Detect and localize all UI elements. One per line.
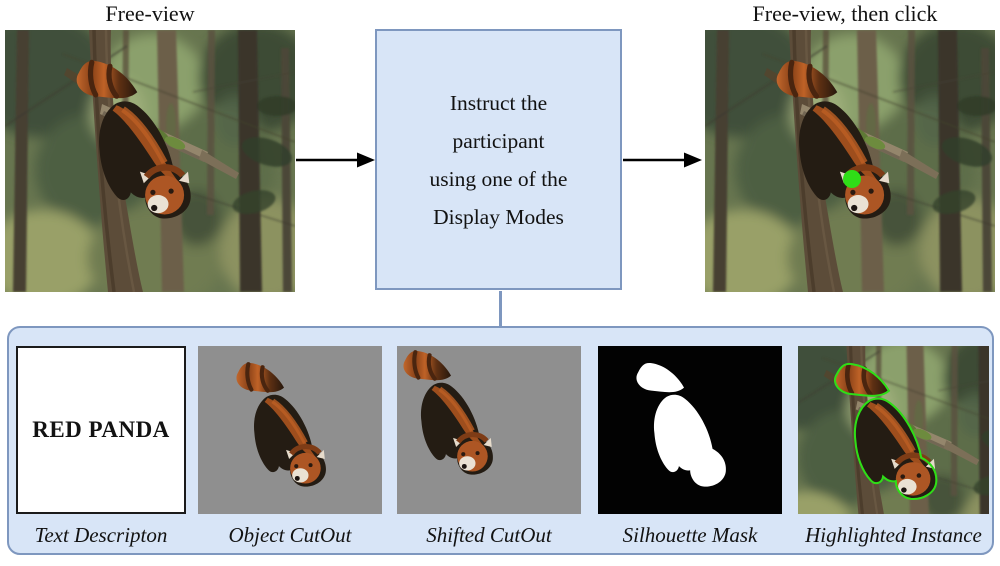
freeview-photo <box>5 30 295 292</box>
shifted-cutout-caption: Shifted CutOut <box>426 523 552 547</box>
arrow-right-icon <box>623 152 702 168</box>
object-cutout-image <box>198 346 382 514</box>
silhouette-mask-image <box>598 346 782 514</box>
red-panda-text: RED PANDA <box>32 417 170 442</box>
red-panda-forest-clicked-image <box>705 30 995 292</box>
shifted-cutout-image <box>397 346 581 514</box>
cutout-graphic <box>198 346 382 514</box>
object-cutout-caption: Object CutOut <box>228 523 352 547</box>
highlighted-instance-caption: Highlighted Instance <box>805 523 982 547</box>
arrow-right-icon <box>296 152 375 168</box>
text-description-caption: Text Descripton <box>34 523 168 547</box>
freeview-then-click-photo <box>705 30 995 292</box>
click-point-dot <box>843 170 861 188</box>
freeview-label: Free-view <box>105 1 195 26</box>
mode-tile-highlighted-instance: Highlighted Instance <box>798 346 989 548</box>
instruction-text-line: Display Modes <box>433 204 564 229</box>
text-description-image: RED PANDA <box>16 346 186 514</box>
display-modes-panel: RED PANDA Text Descripton Object CutOut <box>7 326 994 555</box>
instruction-text-line: using one of the <box>429 166 568 191</box>
red-panda-forest-image <box>5 30 295 292</box>
mode-tile-text-description: RED PANDA Text Descripton <box>16 346 186 548</box>
mode-tile-object-cutout: Object CutOut <box>198 346 382 548</box>
mode-tile-silhouette-mask: Silhouette Mask <box>598 346 782 548</box>
silhouette-graphic <box>598 346 782 514</box>
highlighted-instance-image <box>798 346 989 514</box>
instruction-text-line: participant <box>452 128 545 153</box>
connector-line <box>499 291 502 326</box>
instruction-box: Instruct the participant using one of th… <box>375 29 622 290</box>
silhouette-mask-caption: Silhouette Mask <box>622 523 758 547</box>
mode-tile-shifted-cutout: Shifted CutOut <box>397 346 581 548</box>
instruction-text-line: Instruct the <box>449 90 548 115</box>
highlighted-graphic <box>798 346 989 514</box>
freeview-then-click-label: Free-view, then click <box>752 1 938 26</box>
shifted-cutout-graphic <box>397 346 581 514</box>
